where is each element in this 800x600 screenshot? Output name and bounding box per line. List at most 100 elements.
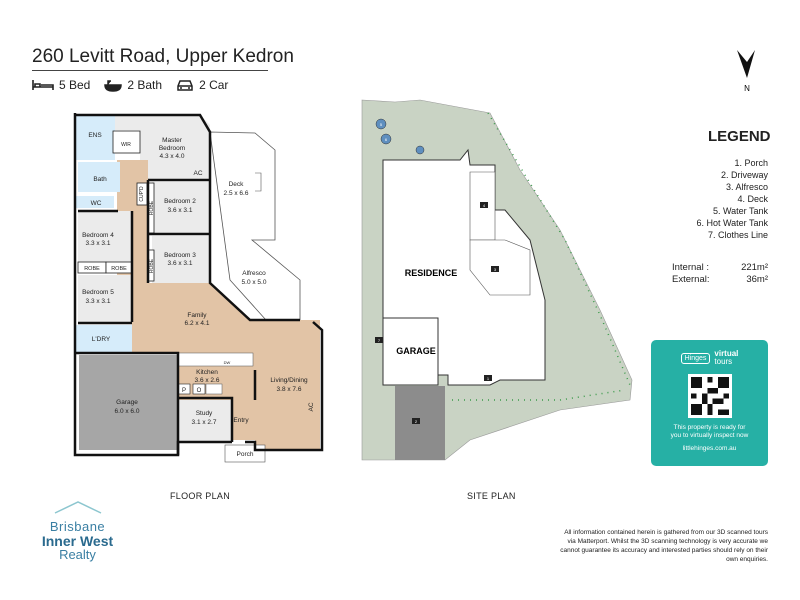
walk-in-robe (112, 130, 141, 154)
svg-text:AC: AC (193, 170, 202, 177)
water-tank-marker (375, 118, 387, 130)
wc (76, 196, 114, 208)
svg-text:WC: WC (91, 200, 102, 207)
svg-text:ROBE: ROBE (84, 266, 100, 272)
legend-title: LEGEND (708, 128, 771, 145)
svg-text:Living/Dining: Living/Dining (270, 377, 308, 384)
residence-label: RESIDENCE (405, 268, 458, 278)
svg-text:Alfresco: Alfresco (242, 270, 266, 277)
bath-icon (104, 79, 123, 92)
feature-bed: 5 Bed (32, 78, 90, 92)
svg-text:3: 3 (494, 267, 497, 272)
legend-list: 1. Porch 2. Driveway 3. Alfresco 4. Deck… (660, 157, 768, 241)
bedroom-3 (152, 236, 210, 283)
svg-text:DW: DW (224, 360, 231, 365)
svg-text:6.2 x 4.1: 6.2 x 4.1 (185, 320, 210, 327)
legend-item: 1. Porch (734, 158, 768, 168)
svg-text:Family: Family (187, 312, 207, 319)
svg-text:CUP'D: CUP'D (139, 186, 145, 202)
legend-item: 6. Hot Water Tank (696, 218, 768, 228)
svg-text:ENS: ENS (88, 132, 102, 139)
wood-floor (117, 160, 320, 450)
floor-plan: ENS WIR Master Bedroom 4.3 x 4.0 AC Bath… (73, 113, 324, 463)
disclaimer: All information contained herein is gath… (560, 529, 768, 563)
svg-text:P: P (182, 388, 186, 394)
internal-label: Internal : (672, 262, 709, 273)
svg-text:2: 2 (415, 419, 418, 424)
svg-text:7: 7 (378, 338, 381, 343)
floor-plan-caption: FLOOR PLAN (170, 491, 231, 501)
bath-count: 2 Bath (127, 78, 163, 92)
svg-text:Bedroom 3: Bedroom 3 (164, 252, 196, 259)
svg-text:N: N (744, 84, 750, 93)
svg-text:Master: Master (162, 137, 183, 144)
internal-value: 221m² (741, 262, 768, 273)
svg-text:Entry: Entry (233, 417, 249, 424)
feature-bath: 2 Bath (104, 78, 162, 92)
svg-text:ROBE: ROBE (149, 200, 155, 215)
bedroom-2 (152, 182, 210, 234)
hot-water-tank-marker (415, 145, 425, 155)
ensuite (75, 115, 115, 160)
car-count: 2 Car (199, 78, 229, 92)
north-arrow-icon: N (737, 50, 755, 93)
svg-text:Bedroom: Bedroom (159, 145, 185, 152)
svg-text:4: 4 (483, 203, 486, 208)
svg-text:Deck: Deck (229, 181, 245, 188)
car-icon (177, 79, 193, 91)
svg-text:5.0 x 5.0: 5.0 x 5.0 (242, 279, 267, 286)
site-plan-caption: SITE PLAN (467, 491, 516, 501)
svg-text:1: 1 (487, 376, 490, 381)
legend-item: 4. Deck (737, 194, 768, 204)
room-labels: ENS WIR Master Bedroom 4.3 x 4.0 AC Bath… (82, 132, 315, 458)
legend-item: 3. Alfresco (725, 182, 768, 192)
property-address: 260 Levitt Road, Upper Kedron (32, 46, 294, 67)
svg-text:WIR: WIR (121, 142, 131, 148)
svg-text:4.3 x 4.0: 4.3 x 4.0 (160, 153, 185, 160)
feature-car: 2 Car (176, 78, 228, 92)
bedroom-4 (78, 211, 132, 262)
svg-text:3.1 x 2.7: 3.1 x 2.7 (192, 419, 217, 426)
legend-item: 5. Water Tank (712, 206, 768, 216)
svg-text:Kitchen: Kitchen (196, 369, 218, 376)
legend-item: 7. Clothes Line (707, 230, 768, 240)
legend-item: 2. Driveway (720, 170, 768, 180)
hedge-trees (452, 112, 631, 401)
agency-logo: Brisbane Inner West Realty (30, 500, 125, 561)
roof-icon (54, 501, 101, 514)
virtual-tour-url[interactable]: littlehinges.com.au (682, 445, 737, 452)
deck-alfresco-outline (209, 131, 301, 331)
study-room (178, 400, 231, 442)
master-bedroom (115, 115, 210, 180)
svg-text:ROBE: ROBE (149, 258, 155, 273)
garage-label: GARAGE (396, 346, 436, 356)
property-features: 5 Bed 2 Bath 2 Car (32, 78, 228, 92)
external-label: External: (672, 274, 710, 285)
svg-text:5: 5 (380, 122, 383, 127)
site-plan: 1 2 3 4 5 6 7 RESIDENCE GARAGE (361, 99, 633, 461)
svg-text:L'DRY: L'DRY (92, 336, 111, 343)
svg-text:3.6 x 3.1: 3.6 x 3.1 (168, 207, 193, 214)
bed-count: 5 Bed (59, 78, 91, 92)
svg-text:O: O (197, 388, 202, 394)
divider (32, 70, 268, 71)
svg-text:3.3 x 3.1: 3.3 x 3.1 (86, 240, 111, 247)
svg-text:Bedroom 2: Bedroom 2 (164, 198, 196, 205)
svg-text:Bedroom 4: Bedroom 4 (82, 232, 114, 239)
qr-code-icon[interactable] (687, 374, 732, 418)
external-value: 36m² (746, 274, 768, 285)
svg-text:6: 6 (385, 137, 388, 142)
bed-icon (32, 80, 54, 90)
svg-text:3.6 x 3.1: 3.6 x 3.1 (168, 260, 193, 267)
area-summary: Internal : 221m² External: 36m² (672, 262, 768, 286)
svg-text:2.5 x 6.6: 2.5 x 6.6 (224, 190, 249, 197)
svg-text:ROBE: ROBE (111, 266, 127, 272)
svg-text:AC: AC (308, 402, 315, 411)
bedroom-5 (78, 275, 132, 322)
svg-text:6.0 x 6.0: 6.0 x 6.0 (115, 408, 140, 415)
water-tank-marker (380, 133, 392, 145)
laundry (76, 325, 132, 353)
